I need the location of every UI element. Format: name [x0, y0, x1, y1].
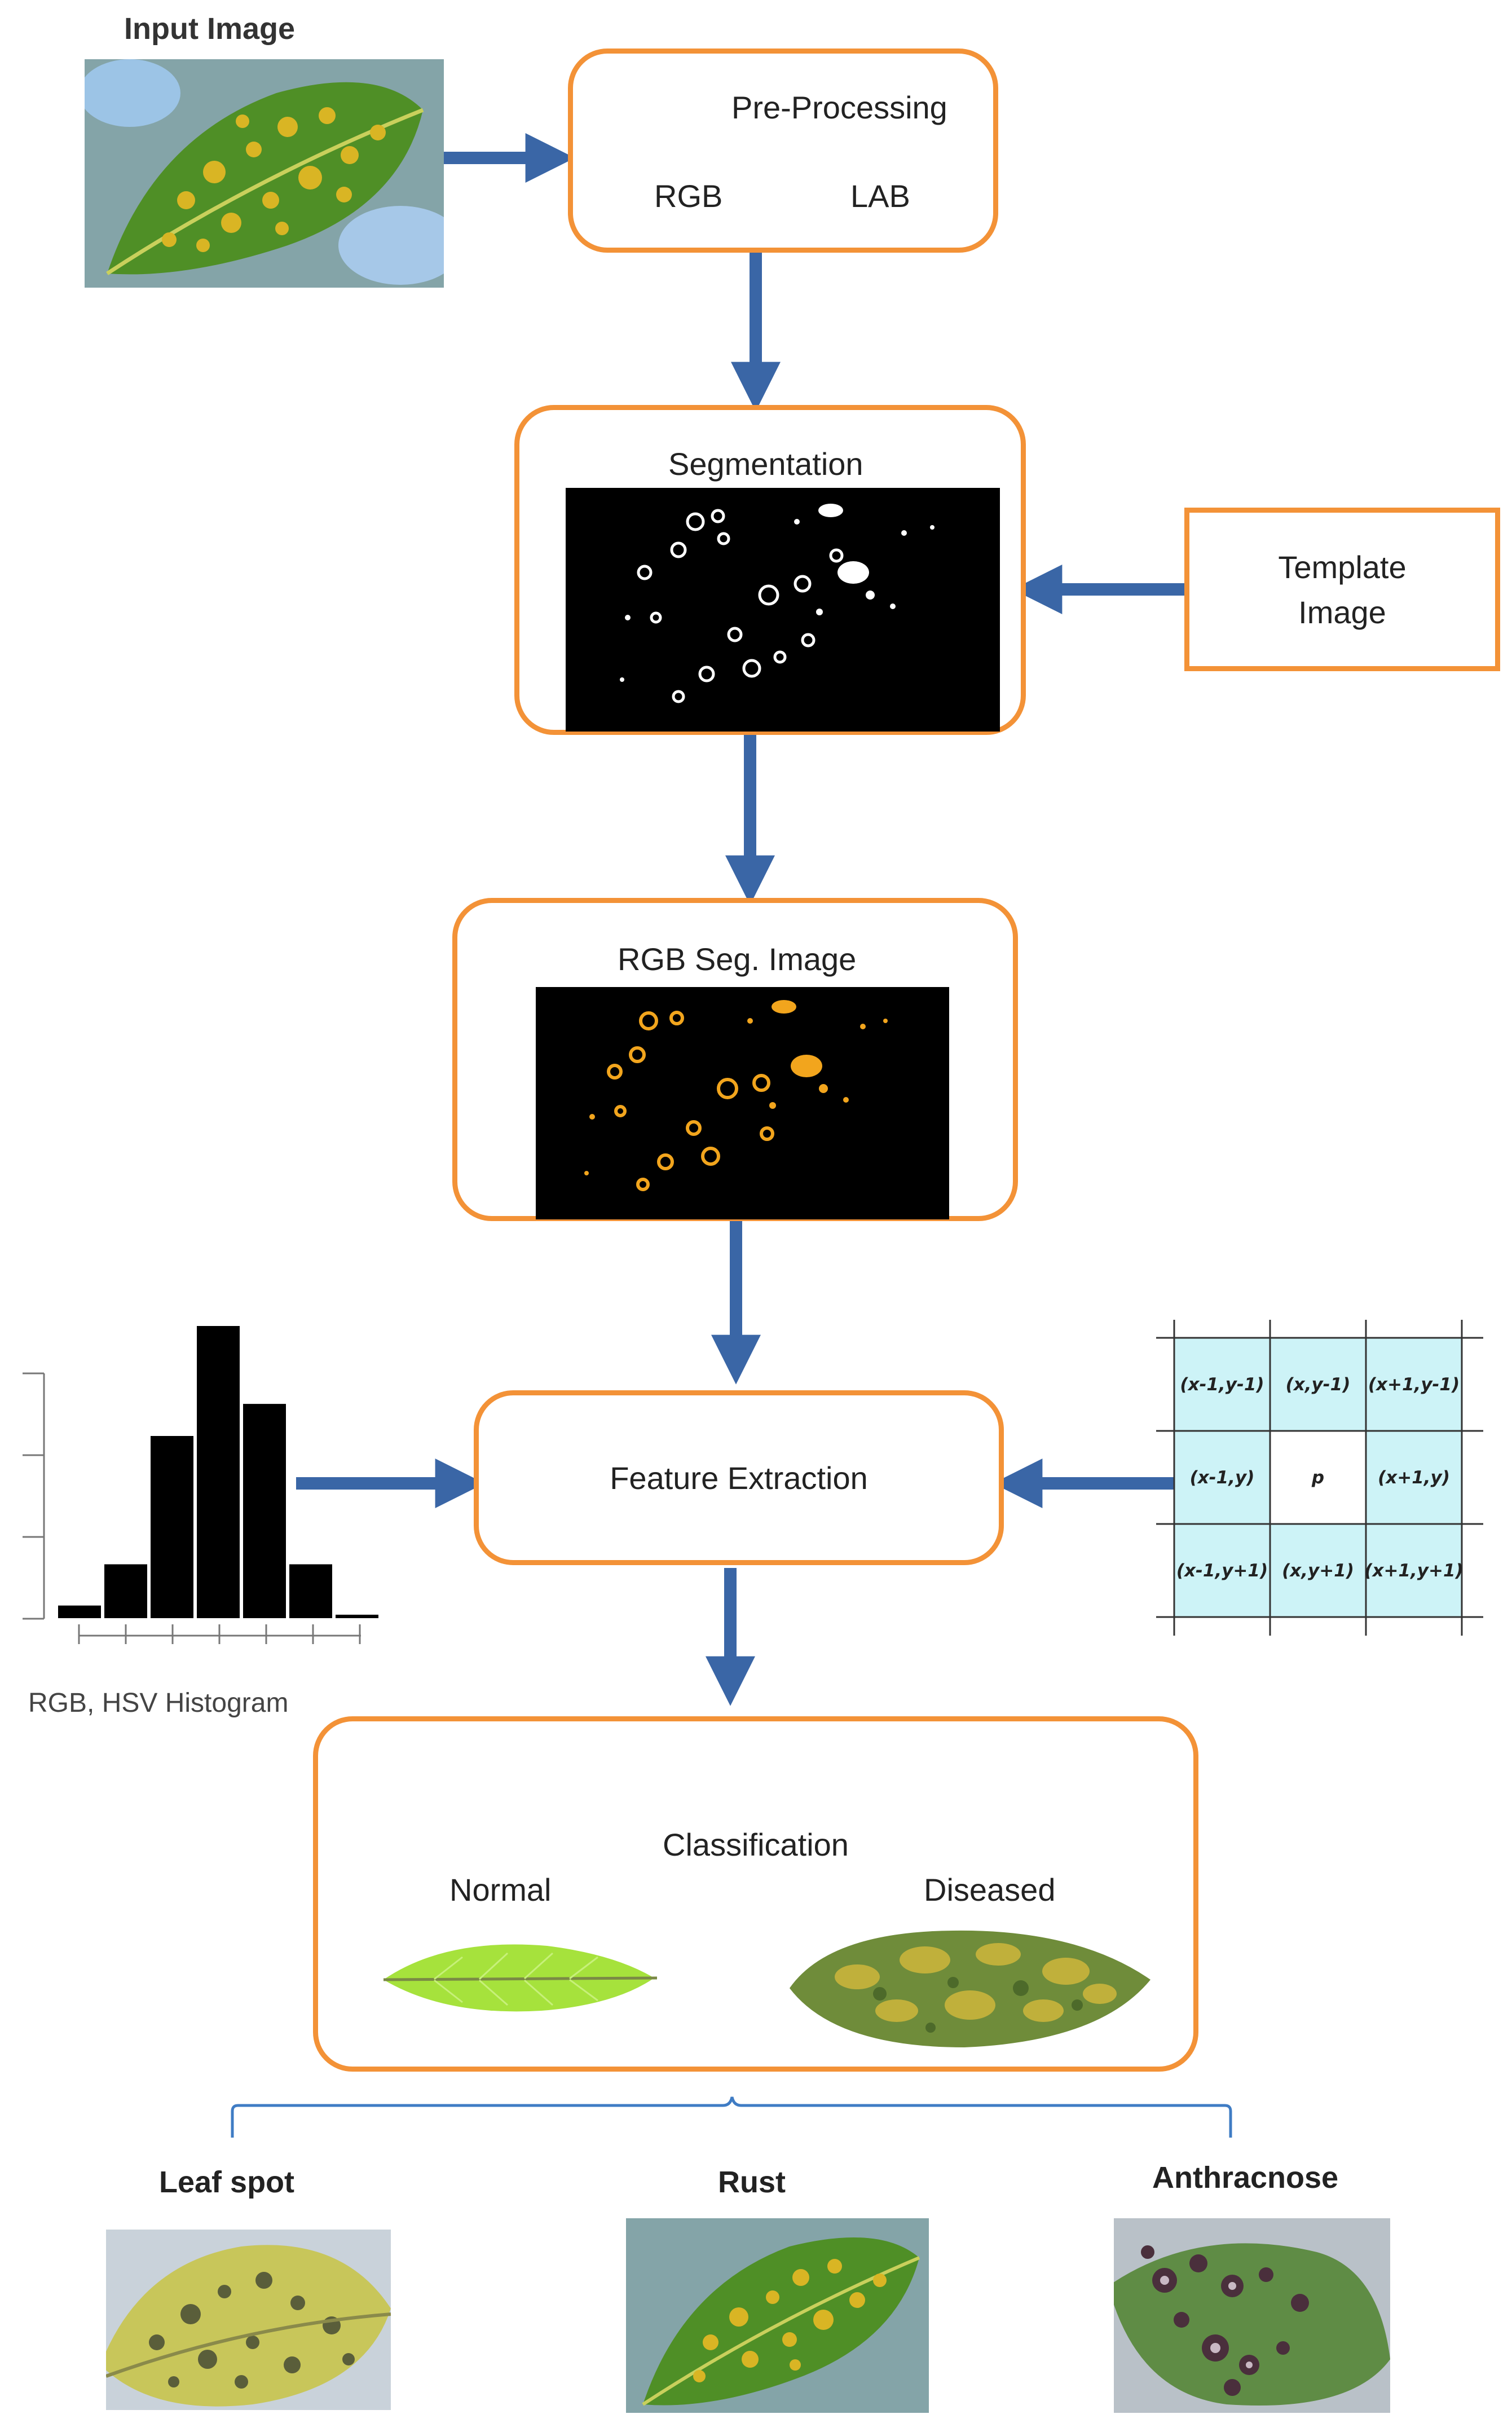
classification-normal-label: Normal — [449, 1872, 552, 1907]
segmentation-image — [566, 488, 1000, 732]
histogram-bar-1 — [103, 1563, 148, 1619]
segmentation-title: Segmentation — [668, 446, 863, 482]
input-image-title: Input Image — [124, 12, 296, 46]
input-image — [85, 59, 444, 288]
feature-extraction-title: Feature Extraction — [610, 1460, 868, 1496]
rgb-seg-image — [536, 987, 949, 1219]
histogram-bar-0 — [57, 1604, 102, 1619]
rust-image — [626, 2218, 929, 2413]
grid-cell-r2c2: (x+1,y+1) — [1364, 1560, 1463, 1581]
grid-cell-r0c0: (x-1,y-1) — [1180, 1374, 1264, 1395]
disease-label-rust: Rust — [718, 2165, 786, 2199]
leaf-spot-image — [106, 2230, 391, 2410]
preprocessing-from-label: RGB — [654, 178, 723, 214]
classification-title: Classification — [663, 1827, 849, 1862]
diseased-leaf-icon — [784, 1920, 1156, 2053]
rgb-seg-title: RGB Seg. Image — [618, 941, 857, 977]
template-image-line2: Image — [1298, 594, 1386, 630]
histogram-caption: RGB, HSV Histogram — [28, 1688, 289, 1718]
anthracnose-image — [1114, 2218, 1390, 2413]
grid-cell-r2c0: (x-1,y+1) — [1176, 1560, 1268, 1581]
grid-cell-r1c2: (x+1,y) — [1378, 1467, 1450, 1488]
template-image-box — [1184, 508, 1500, 671]
grid-cell-r0c1: (x,y-1) — [1285, 1374, 1351, 1395]
histogram-bar-6 — [334, 1613, 380, 1619]
histogram-bar-2 — [149, 1435, 195, 1619]
preprocessing-box — [568, 49, 998, 253]
brace-icon — [231, 2096, 1232, 2138]
disease-label-anthracnose: Anthracnose — [1152, 2161, 1339, 2195]
histogram-chart — [23, 1320, 383, 1647]
feature-extraction-box — [474, 1390, 1004, 1565]
disease-label-leaf-spot: Leaf spot — [159, 2165, 295, 2199]
preprocessing-to-label: LAB — [850, 178, 910, 214]
histogram-bar-4 — [242, 1403, 287, 1619]
histogram-bar-3 — [196, 1325, 241, 1619]
grid-cell-r2c1: (x,y+1) — [1282, 1560, 1354, 1581]
neighborhood-grid: (x-1,y-1) (x,y-1) (x+1,y-1) (x-1,y) p (x… — [1156, 1320, 1489, 1636]
histogram-bar-5 — [288, 1563, 333, 1619]
normal-leaf-icon — [378, 1932, 660, 2022]
template-image-line1: Template — [1278, 549, 1407, 585]
preprocessing-title: Pre-Processing — [731, 90, 947, 125]
grid-cell-r0c2: (x+1,y-1) — [1368, 1374, 1460, 1395]
classification-diseased-label: Diseased — [924, 1872, 1056, 1907]
grid-cell-r1c0: (x-1,y) — [1189, 1467, 1255, 1488]
grid-cell-r1c1: p — [1311, 1467, 1325, 1488]
